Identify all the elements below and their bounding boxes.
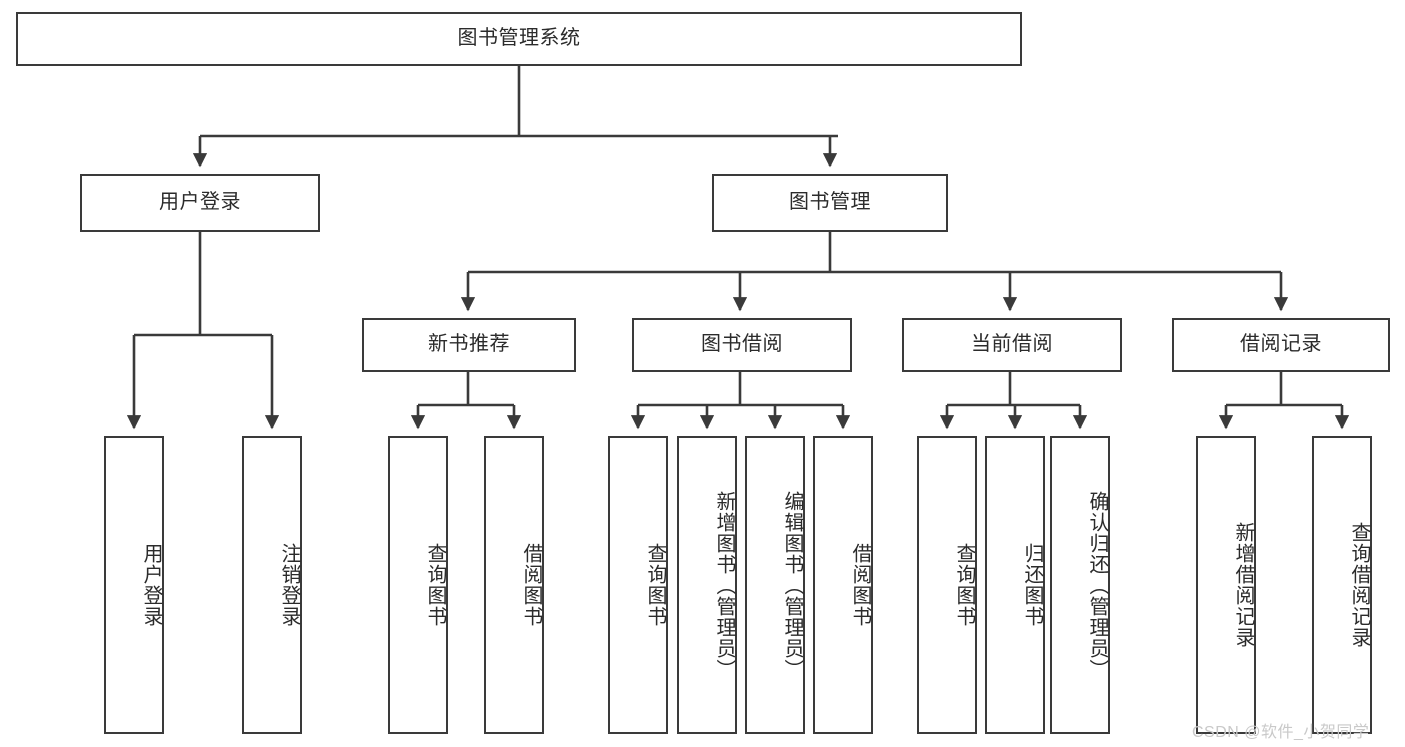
node-leaf-query-book-2[interactable]: 查询图书 xyxy=(608,436,668,734)
node-new-book-recommend[interactable]: 新书推荐 xyxy=(362,318,576,372)
node-new-book-recommend-label: 新书推荐 xyxy=(428,333,510,356)
node-book-manage-label: 图书管理 xyxy=(789,191,871,214)
node-current-borrow[interactable]: 当前借阅 xyxy=(902,318,1122,372)
node-leaf-return-book[interactable]: 归还图书 xyxy=(985,436,1045,734)
node-leaf-add-book-label: 新增图书（管理员） xyxy=(713,490,735,680)
node-book-borrow[interactable]: 图书借阅 xyxy=(632,318,852,372)
node-leaf-add-book[interactable]: 新增图书（管理员） xyxy=(677,436,737,734)
node-leaf-return-book-label: 归还图书 xyxy=(1021,543,1043,627)
node-leaf-query-book-2-label: 查询图书 xyxy=(644,543,666,627)
node-leaf-borrow-book-2-label: 借阅图书 xyxy=(849,543,871,627)
node-leaf-user-logout-label: 注销登录 xyxy=(278,543,300,627)
node-book-borrow-label: 图书借阅 xyxy=(701,333,783,356)
node-leaf-user-login-label: 用户登录 xyxy=(140,543,162,627)
csdn-watermark: CSDN @软件_小贺同学 xyxy=(1192,724,1370,741)
node-leaf-borrow-book-1[interactable]: 借阅图书 xyxy=(484,436,544,734)
node-leaf-query-book-3[interactable]: 查询图书 xyxy=(917,436,977,734)
node-leaf-borrow-book-1-label: 借阅图书 xyxy=(520,543,542,627)
node-leaf-add-record[interactable]: 新增借阅记录 xyxy=(1196,436,1256,734)
node-leaf-confirm-return-label: 确认归还（管理员） xyxy=(1086,490,1108,680)
node-user-login[interactable]: 用户登录 xyxy=(80,174,320,232)
node-leaf-borrow-book-2[interactable]: 借阅图书 xyxy=(813,436,873,734)
node-borrow-record[interactable]: 借阅记录 xyxy=(1172,318,1390,372)
node-book-manage[interactable]: 图书管理 xyxy=(712,174,948,232)
node-leaf-query-book-1-label: 查询图书 xyxy=(424,543,446,627)
node-leaf-query-record-label: 查询借阅记录 xyxy=(1348,522,1370,648)
node-leaf-user-logout[interactable]: 注销登录 xyxy=(242,436,302,734)
node-leaf-query-book-1[interactable]: 查询图书 xyxy=(388,436,448,734)
node-user-login-label: 用户登录 xyxy=(159,191,241,214)
node-root-label: 图书管理系统 xyxy=(457,27,581,50)
node-leaf-edit-book-label: 编辑图书（管理员） xyxy=(781,490,803,680)
node-leaf-user-login[interactable]: 用户登录 xyxy=(104,436,164,734)
node-leaf-confirm-return[interactable]: 确认归还（管理员） xyxy=(1050,436,1110,734)
node-root[interactable]: 图书管理系统 xyxy=(16,12,1022,66)
node-leaf-query-book-3-label: 查询图书 xyxy=(953,543,975,627)
node-current-borrow-label: 当前借阅 xyxy=(971,333,1053,356)
node-leaf-add-record-label: 新增借阅记录 xyxy=(1232,522,1254,648)
node-leaf-edit-book[interactable]: 编辑图书（管理员） xyxy=(745,436,805,734)
node-leaf-query-record[interactable]: 查询借阅记录 xyxy=(1312,436,1372,734)
node-borrow-record-label: 借阅记录 xyxy=(1240,333,1322,356)
